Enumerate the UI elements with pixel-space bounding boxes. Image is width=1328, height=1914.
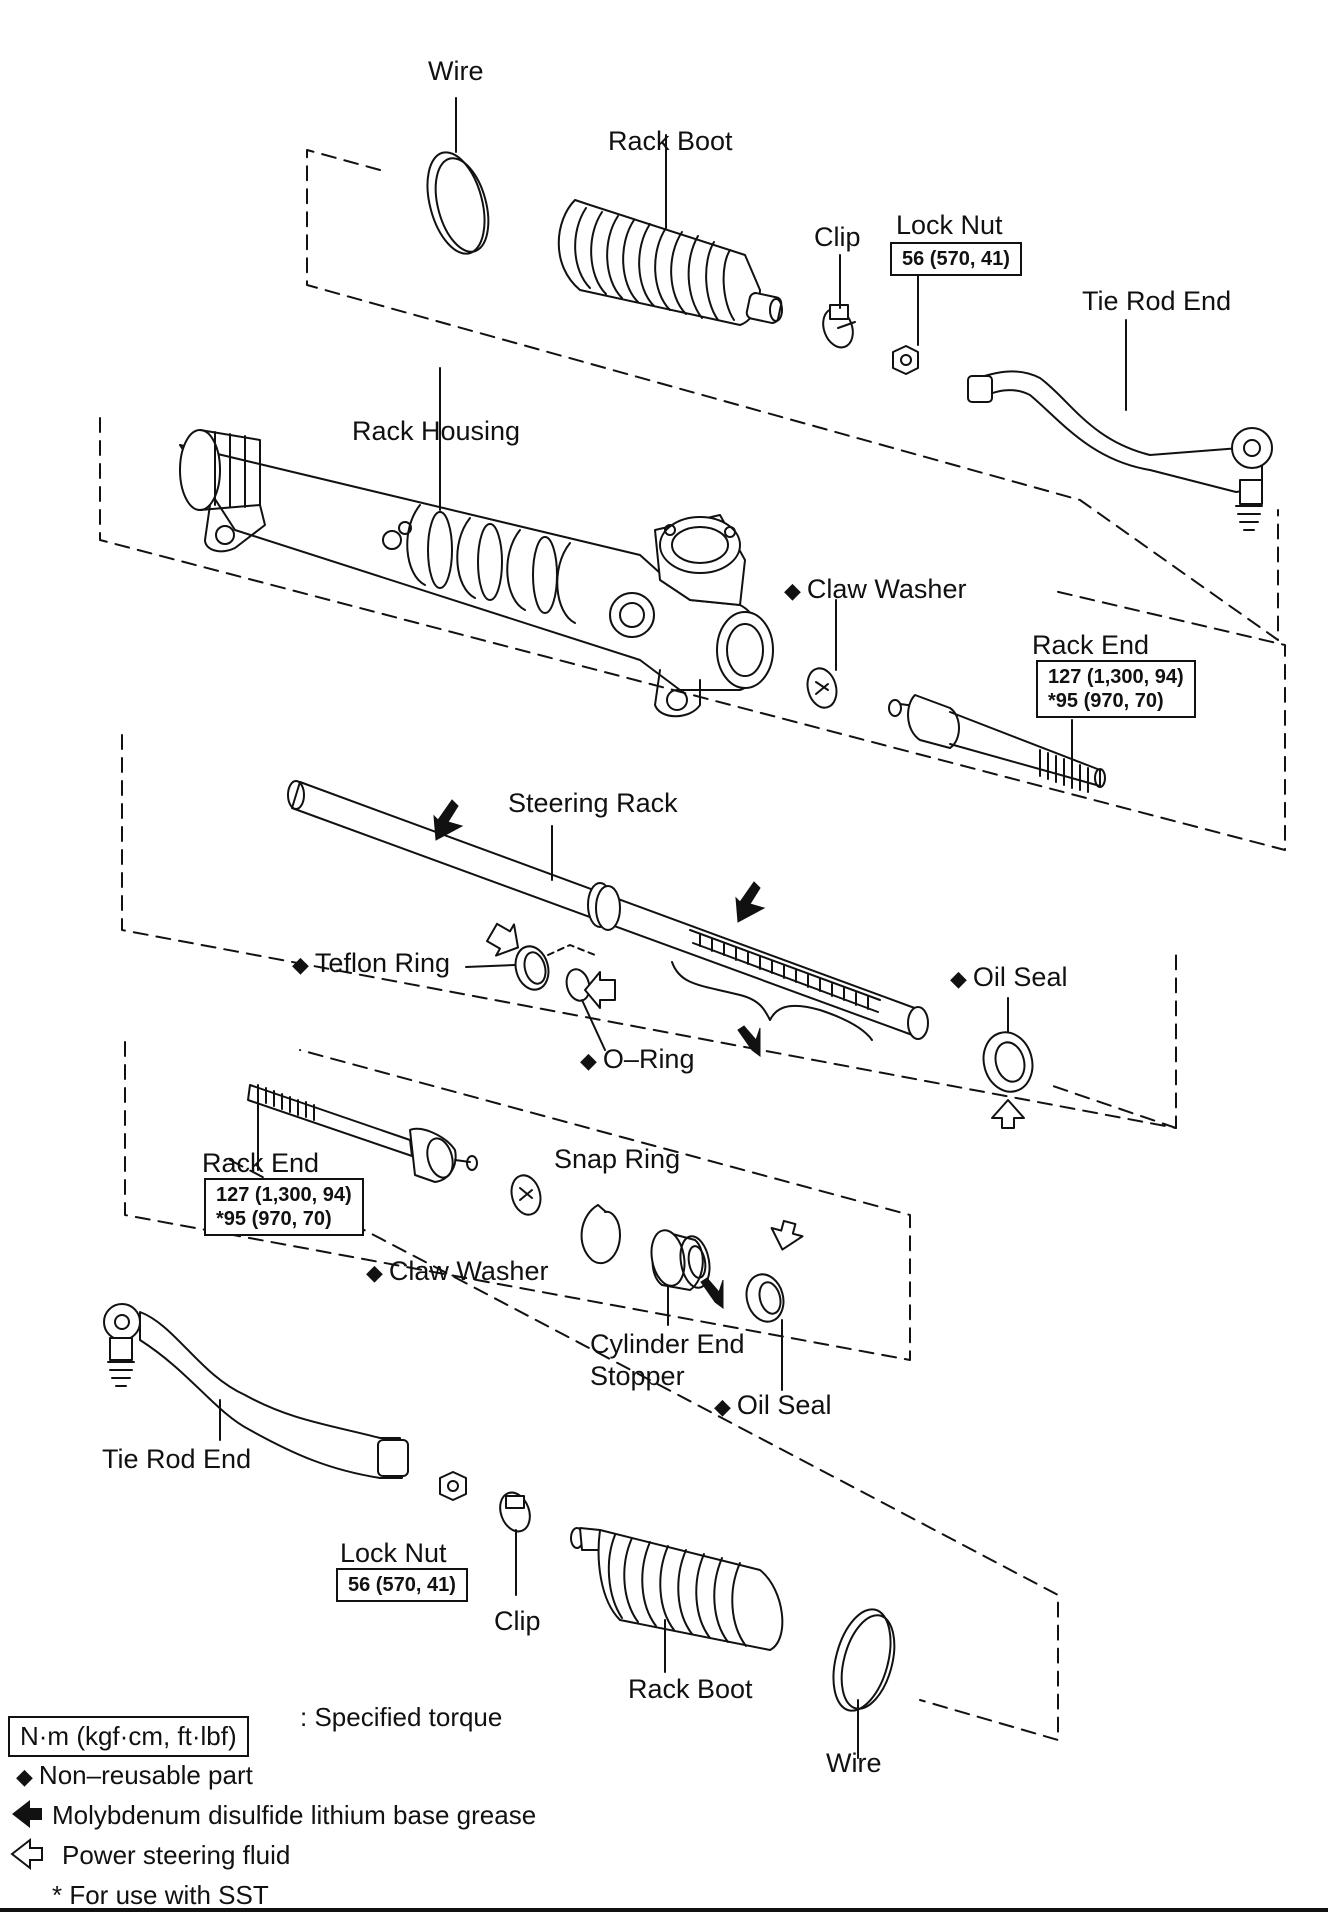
- bottom-rule: [0, 1908, 1328, 1912]
- label-o-ring: ◆O–Ring: [580, 1044, 695, 1074]
- grease-arrows: [433, 799, 766, 1309]
- label-clip-bottom: Clip: [494, 1606, 541, 1636]
- grease-arrow-icon: [735, 881, 766, 923]
- cylinder-end-stopper-part: [650, 1229, 711, 1326]
- rack-end-right-part: [888, 694, 1106, 793]
- label-lock-nut-bottom: Lock Nut: [340, 1538, 447, 1568]
- clip-bottom-part: [499, 1491, 531, 1596]
- claw-washer-left-part: [510, 1174, 542, 1216]
- rack-end-left-part: [247, 1084, 478, 1183]
- torque-lock-nut-top: 56 (570, 41): [890, 242, 1022, 276]
- oil-seal-lower-part: [745, 1273, 785, 1391]
- steering-rack-part: [287, 780, 929, 1041]
- non-reusable-icon: ◆: [292, 952, 309, 977]
- rack-housing-part: [179, 367, 774, 718]
- label-clip-top: Clip: [814, 222, 861, 252]
- torque-lock-nut-bottom: 56 (570, 41): [336, 1568, 468, 1602]
- label-wire-bottom: Wire: [826, 1748, 882, 1778]
- rack-boot-top-part: [557, 134, 783, 326]
- non-reusable-icon: ◆: [366, 1260, 383, 1285]
- lock-nut-bottom-part: [439, 1471, 467, 1501]
- non-reusable-icon: ◆: [784, 578, 801, 603]
- hollow-arrow-icon: [584, 971, 616, 1009]
- label-rack-end-left: Rack End: [202, 1148, 320, 1178]
- legend-grease: Molybdenum disulfide lithium base grease: [52, 1800, 537, 1830]
- tie-rod-end-top-part: [967, 319, 1273, 531]
- label-rack-end-right: Rack End: [1032, 630, 1150, 660]
- label-oil-seal-right: ◆Oil Seal: [950, 962, 1068, 992]
- legend-sst: * For use with SST: [52, 1880, 269, 1910]
- oil-seal-right-part: [982, 997, 1034, 1093]
- wire-top-part: [426, 97, 490, 255]
- rack-boot-bottom-part: [570, 1527, 784, 1673]
- filled-arrow-icon: [12, 1800, 42, 1828]
- label-oil-seal-lower: ◆Oil Seal: [714, 1390, 832, 1420]
- label-rack-housing: Rack Housing: [352, 416, 521, 446]
- label-wire-top: Wire: [428, 56, 484, 86]
- tie-rod-end-bottom-part: [103, 1303, 409, 1479]
- grease-arrow-icon: [700, 1277, 724, 1309]
- label-rack-boot-bottom: Rack Boot: [628, 1674, 753, 1704]
- legend-unit-box: N·m (kgf·cm, ft·lbf): [8, 1716, 249, 1758]
- non-reusable-icon: ◆: [950, 966, 967, 991]
- label-tie-rod-end-bottom: Tie Rod End: [102, 1444, 252, 1474]
- o-ring-part: [565, 968, 606, 1051]
- legend-non-reusable: ◆Non–reusable part: [16, 1760, 253, 1790]
- non-reusable-icon: ◆: [580, 1048, 597, 1073]
- non-reusable-icon: ◆: [714, 1394, 731, 1419]
- snap-ring-part: [580, 1204, 621, 1265]
- label-teflon-ring: ◆Teflon Ring: [292, 948, 451, 978]
- label-steering-rack: Steering Rack: [508, 788, 678, 818]
- legend-symbols: [10, 1800, 43, 1871]
- teflon-ring-part: [465, 944, 596, 991]
- non-reusable-icon: ◆: [16, 1764, 33, 1789]
- torque-rack-end-right: 127 (1,300, 94) *95 (970, 70): [1036, 660, 1196, 718]
- label-rack-boot-top: Rack Boot: [608, 126, 733, 156]
- legend-specified-torque: : Specified torque: [300, 1702, 503, 1732]
- hollow-arrow-icon: [991, 1099, 1025, 1129]
- claw-washer-right-part: [806, 599, 838, 709]
- legend-fluid: Power steering fluid: [62, 1840, 291, 1870]
- wire-bottom-part: [832, 1608, 896, 1759]
- torque-rack-end-left: 127 (1,300, 94) *95 (970, 70): [204, 1178, 364, 1236]
- label-claw-washer-left: ◆Claw Washer: [366, 1256, 549, 1286]
- dashed-outlines: [99, 149, 1286, 1741]
- label-claw-washer-right: ◆Claw Washer: [784, 574, 967, 604]
- clip-top-part: [822, 254, 856, 349]
- fluid-arrows: [486, 922, 1025, 1251]
- lock-nut-top-part: [892, 274, 919, 375]
- hollow-arrow-icon: [486, 922, 519, 957]
- grease-arrow-icon: [737, 1025, 761, 1057]
- label-snap-ring: Snap Ring: [554, 1144, 681, 1174]
- hollow-arrow-icon: [770, 1219, 804, 1251]
- label-lock-nut-top: Lock Nut: [896, 210, 1003, 240]
- label-tie-rod-end-top: Tie Rod End: [1082, 286, 1232, 316]
- hollow-arrow-icon: [10, 1837, 43, 1871]
- grease-arrow-icon: [433, 799, 464, 841]
- label-cylinder-end-stopper: Cylinder End Stopper: [590, 1329, 745, 1392]
